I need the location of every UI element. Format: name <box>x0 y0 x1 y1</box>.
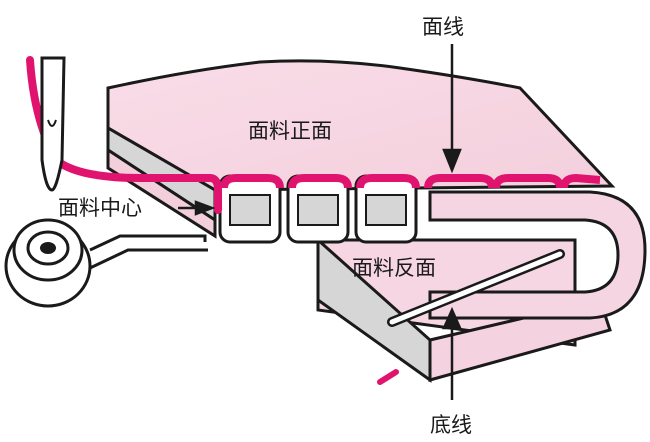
lower-thread-rod <box>387 249 565 327</box>
stitch-row <box>218 174 418 244</box>
label-fabric-center: 面料中心 <box>58 196 142 220</box>
label-top-thread: 面线 <box>422 15 464 39</box>
upper-thread <box>26 56 601 385</box>
bobbin <box>4 218 208 308</box>
needle <box>40 56 66 192</box>
label-fabric-front: 面料正面 <box>248 119 332 143</box>
label-arrows <box>178 44 462 400</box>
fabric-fold <box>428 190 647 320</box>
label-fabric-back: 面料反面 <box>352 256 436 280</box>
label-bottom-thread: 底线 <box>430 413 472 437</box>
